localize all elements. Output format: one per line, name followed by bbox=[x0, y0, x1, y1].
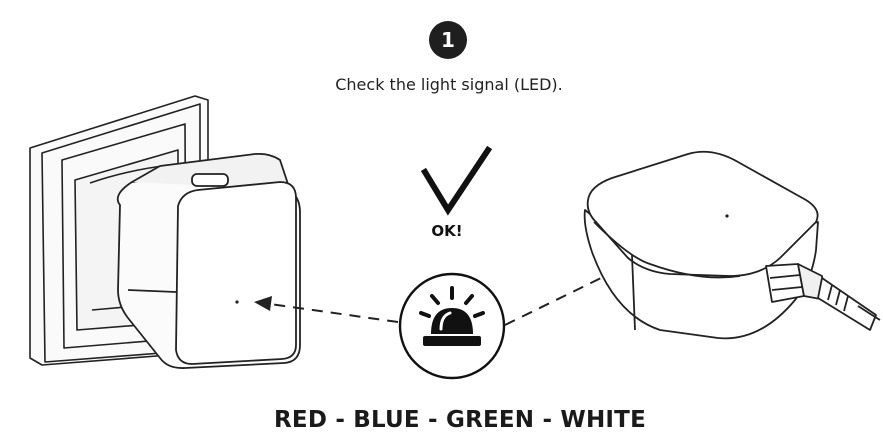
step-number-badge: 1 bbox=[429, 21, 467, 59]
plug-in-hub-device bbox=[116, 152, 301, 369]
siren-light-icon bbox=[398, 272, 506, 380]
instruction-text: Check the light signal (LED). bbox=[335, 75, 563, 94]
led-colors-caption: RED - BLUE - GREEN - WHITE bbox=[274, 407, 646, 433]
arrowhead-left bbox=[254, 296, 272, 311]
checkmark-icon bbox=[420, 145, 493, 216]
power-cable bbox=[765, 263, 881, 331]
desktop-hub-device bbox=[583, 150, 819, 340]
ok-label: OK! bbox=[431, 222, 463, 240]
